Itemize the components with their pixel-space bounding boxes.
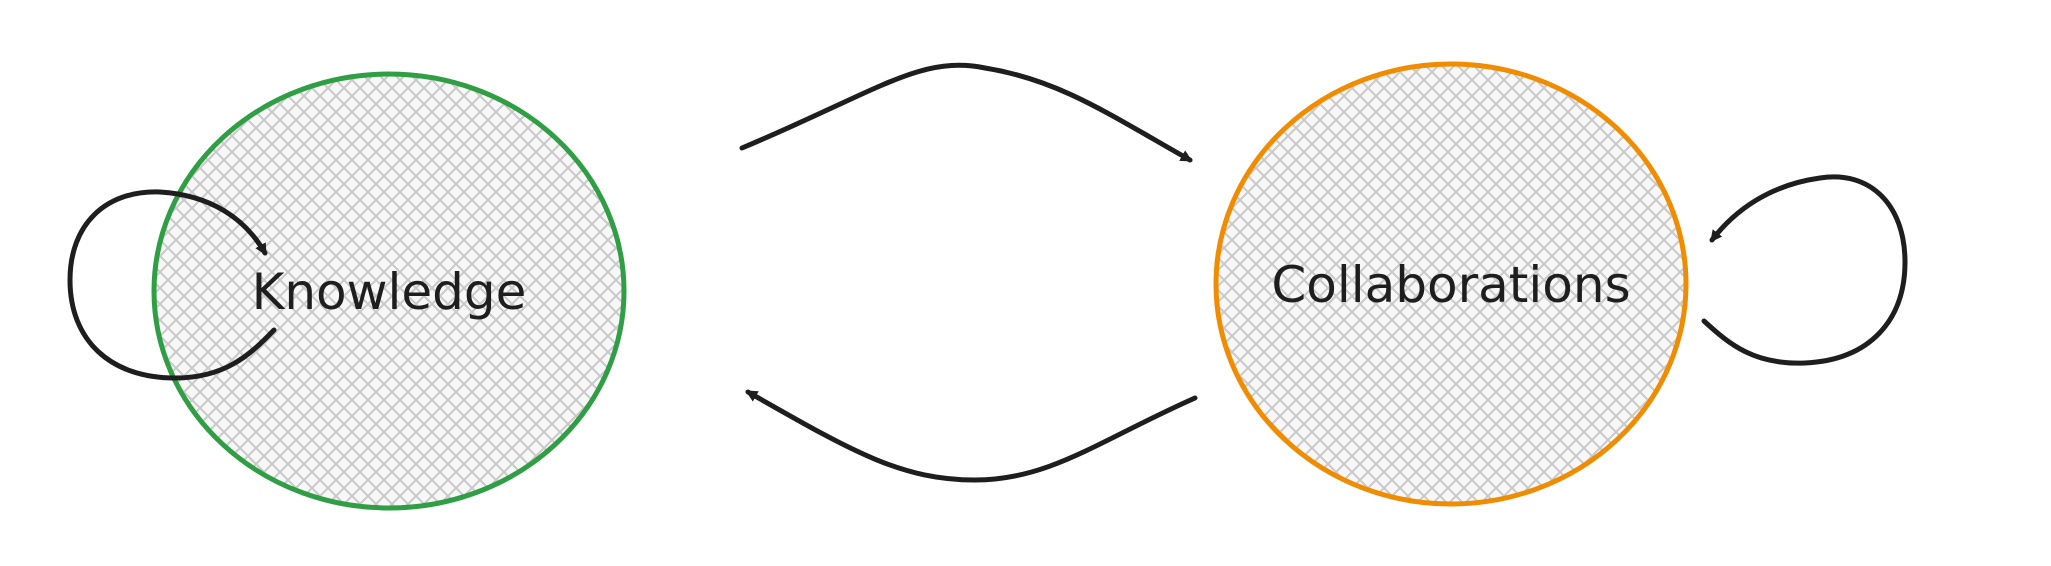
node-collaborations: Collaborations (1213, 61, 1689, 507)
edge-knowledge-to-collaborations (739, 62, 1193, 163)
node-knowledge-label: Knowledge (252, 263, 527, 321)
edge-collaborations-to-knowledge (745, 389, 1198, 483)
node-collaborations-circle (1213, 61, 1689, 507)
edge-collaborations-self-loop (1701, 174, 1908, 366)
node-knowledge-circle (151, 71, 627, 511)
edge-knowledge-self-loop (67, 189, 277, 381)
node-knowledge: Knowledge (151, 71, 627, 511)
node-collaborations-label: Collaborations (1271, 256, 1630, 314)
